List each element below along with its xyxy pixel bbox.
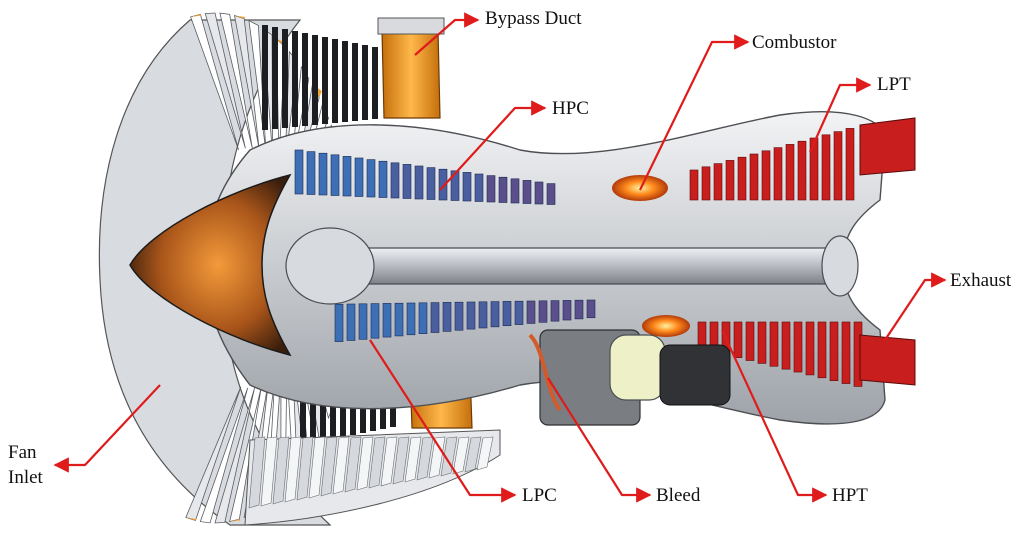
engine-illustration [99, 13, 915, 525]
turbine-blade [842, 322, 850, 384]
turbine-blade [782, 322, 790, 369]
bypass-vane [372, 47, 378, 119]
turbine-blade [822, 135, 830, 200]
compressor-blade [319, 153, 327, 195]
compressor-blade [343, 156, 351, 196]
compressor-blade [523, 180, 531, 203]
compressor-blade [355, 158, 363, 197]
label-combustor: Combustor [752, 32, 836, 54]
compressor-blade [467, 302, 475, 329]
turbine-blade [750, 154, 758, 200]
compressor-blade [551, 301, 559, 322]
bypass-vane [302, 33, 308, 126]
compressor-blade [535, 182, 543, 204]
compressor-blade [367, 160, 375, 197]
compressor-blade [383, 303, 391, 337]
turbine-blade [798, 141, 806, 200]
combustor-flame-lower [642, 315, 690, 337]
shaft-tail [822, 236, 858, 296]
compressor-blade [359, 304, 367, 340]
compressor-blade [331, 155, 339, 196]
label-bleed: Bleed [656, 485, 700, 507]
compressor-blade [515, 301, 523, 324]
bypass-vane [322, 37, 328, 124]
turbine-blade [830, 322, 838, 381]
bypass-vane [342, 41, 348, 122]
bypass-vane [332, 39, 338, 123]
bypass-vane [272, 27, 278, 129]
compressor-blade [587, 300, 595, 318]
turbine-blade [818, 322, 826, 378]
compressor-blade [379, 161, 387, 197]
label-fan-inlet: Fan Inlet [8, 440, 43, 490]
label-exhaust: Exhaust [950, 270, 1011, 292]
compressor-blade [395, 303, 403, 336]
turbine-blade [734, 322, 742, 358]
turbine-blade [758, 322, 766, 363]
exhaust-nozzle-lower [860, 335, 915, 385]
compressor-blade [463, 172, 471, 201]
bypass-vane [312, 35, 318, 125]
compressor-blade [335, 304, 343, 341]
compressor-blade [407, 303, 415, 335]
compressor-blade [419, 303, 427, 334]
turbine-blade [806, 322, 814, 375]
bypass-duct-shape [382, 30, 440, 118]
bypass-vane [362, 45, 368, 120]
compressor-blade [443, 302, 451, 331]
turbine-blade [702, 167, 710, 200]
turbine-blade [714, 164, 722, 200]
compressor-blade [511, 179, 519, 203]
label-hpt: HPT [832, 485, 868, 507]
label-bypass-duct: Bypass Duct [485, 8, 582, 30]
compressor-blade [307, 152, 315, 195]
turbine-blade [738, 157, 746, 200]
compressor-blade [455, 302, 463, 330]
turbine-blade [690, 170, 698, 200]
compressor-blade [391, 163, 399, 198]
compressor-blade [527, 301, 535, 323]
main-shaft [300, 248, 845, 284]
label-lpc: LPC [522, 485, 557, 507]
compressor-blade [499, 177, 507, 202]
bypass-vane [282, 29, 288, 128]
compressor-blade [431, 303, 439, 333]
turbine-blade [794, 322, 802, 372]
shaft-hub [286, 228, 374, 304]
compressor-blade [295, 150, 303, 194]
bypass-duct-top-ring [378, 18, 444, 34]
label-lpt: LPT [877, 74, 911, 96]
turbine-blade [786, 144, 794, 200]
turbine-blade [846, 128, 854, 200]
turbine-blade [726, 160, 734, 200]
compressor-blade [371, 304, 379, 339]
compressor-blade [347, 304, 355, 340]
compressor-blade [403, 164, 411, 198]
bypass-vane [292, 31, 298, 127]
compressor-blade [479, 302, 487, 328]
bypass-vane [352, 43, 358, 121]
compressor-blade [487, 176, 495, 202]
turbine-blade [762, 151, 770, 200]
compressor-blade [503, 301, 511, 325]
compressor-blade [547, 184, 555, 205]
accessory-housing [660, 345, 730, 405]
label-hpc: HPC [552, 98, 589, 120]
bypass-vane [262, 25, 268, 130]
compressor-blade [415, 166, 423, 199]
compressor-blade [491, 302, 499, 327]
arrow-exhaust [885, 280, 945, 340]
compressor-blade [539, 301, 547, 323]
compressor-blade [563, 300, 571, 320]
turbine-blade [774, 148, 782, 200]
turbine-blade [746, 322, 754, 361]
exhaust-nozzle-upper [860, 118, 915, 175]
turbine-blade [770, 322, 778, 366]
compressor-blade [427, 168, 435, 200]
compressor-blade [475, 174, 483, 202]
accessory-tank [610, 335, 665, 400]
turbine-blade [834, 132, 842, 200]
compressor-blade [575, 300, 583, 319]
